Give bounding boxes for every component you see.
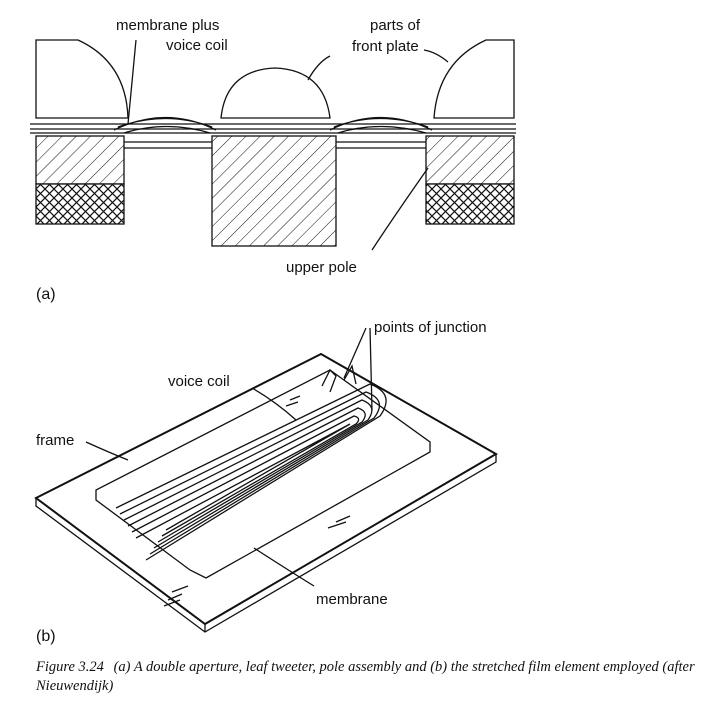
label-voice-coil-b: voice coil [168, 373, 230, 390]
membrane-hatch-marks [163, 395, 351, 607]
figure-caption: Figure 3.24 (a) A double aperture, leaf … [36, 658, 696, 696]
figure-a: membrane plus voice coil parts of front … [30, 17, 516, 303]
label-membrane-plus: membrane plus [116, 17, 219, 34]
membrane-window [95, 369, 431, 579]
membrane-voice-coil-right [329, 116, 433, 134]
label-frame: frame [36, 432, 74, 449]
magnet-left [35, 183, 125, 225]
caption-figure-number: Figure 3.24 [36, 659, 104, 675]
frame-plate [34, 352, 498, 626]
label-points-of-junction: points of junction [374, 319, 487, 336]
caption-text: (a) A double aperture, leaf tweeter, pol… [36, 659, 695, 694]
front-plate-center [220, 67, 331, 119]
pole-left [35, 135, 125, 185]
pole-right [425, 135, 515, 185]
figure-b: points of junction voice coil frame memb… [34, 319, 498, 645]
label-parts-of: parts of [370, 17, 421, 34]
panel-label-b: (b) [36, 628, 56, 645]
label-voice-coil-a: voice coil [166, 37, 228, 54]
panel-label-a: (a) [36, 286, 56, 303]
voice-coil [115, 383, 387, 561]
pole-center [211, 135, 337, 247]
label-front-plate: front plate [352, 38, 419, 55]
label-membrane: membrane [316, 591, 388, 608]
front-plate-left [35, 39, 129, 119]
magnet-right [425, 183, 515, 225]
front-plate-right [433, 39, 515, 119]
membrane-voice-coil-left [113, 116, 217, 134]
label-upper-pole: upper pole [286, 259, 357, 276]
